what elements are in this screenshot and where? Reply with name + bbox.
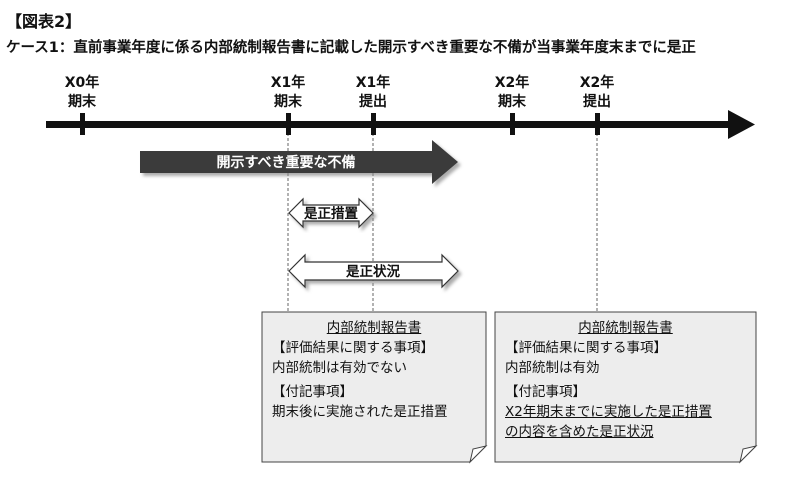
tick-label-x2-filing: X2年 提出 <box>562 74 632 112</box>
tick-mark-x1-filing <box>371 113 376 135</box>
remediation-status-arrow <box>288 253 459 289</box>
remediation-measures-label: 是正措置 <box>304 205 358 222</box>
report-x2-eval-text: 内部統制は有効 <box>505 360 600 376</box>
report-x1-notes-heading: 【付記事項】 <box>272 384 353 400</box>
report-x1-eval-heading: 【評価結果に関する事項】 <box>272 340 434 356</box>
report-x2-notes-line1: X2年期末までに実施した是正措置 <box>505 404 712 420</box>
tick-mark-x1-end <box>286 113 291 135</box>
remediation-status-label: 是正状況 <box>346 263 400 280</box>
report-x2-body: 【評価結果に関する事項】 内部統制は有効 【付記事項】 X2年期末までに実施した… <box>495 338 756 442</box>
report-x2-eval-heading: 【評価結果に関する事項】 <box>505 340 667 356</box>
tick-label-line2: 期末 <box>498 94 526 110</box>
tick-label-x2-end: X2年 期末 <box>477 74 547 112</box>
report-x1-title: 内部統制報告書 <box>326 320 422 336</box>
figure-label: 【図表2】 <box>6 12 82 31</box>
tick-label-line2: 提出 <box>359 94 387 110</box>
case-title: ケース1：直前事業年度に係る内部統制報告書に記載した開示すべき重要な不備が当事業… <box>6 40 696 56</box>
tick-label-line1: X0年 <box>64 75 100 91</box>
tick-label-line1: X1年 <box>270 75 306 91</box>
report-x2-fold <box>739 445 758 464</box>
tick-label-x1-filing: X1年 提出 <box>338 74 408 112</box>
report-x1-eval-text: 内部統制は有効でない <box>272 360 407 376</box>
report-x2-title: 内部統制報告書 <box>578 320 673 336</box>
tick-label-line1: X1年 <box>355 75 391 91</box>
report-x1-fold <box>469 445 488 464</box>
tick-label-line2: 提出 <box>583 94 611 110</box>
report-x2-content: 内部統制報告書 【評価結果に関する事項】 内部統制は有効 【付記事項】 X2年期… <box>495 318 756 442</box>
report-x1-content: 内部統制報告書 【評価結果に関する事項】 内部統制は有効でない 【付記事項】 期… <box>262 318 486 422</box>
report-x2-notes-line2: の内容を含めた是正状況 <box>505 424 654 440</box>
tick-label-line2: 期末 <box>274 94 302 110</box>
tick-mark-x2-filing <box>595 113 600 135</box>
report-x2-notes-heading: 【付記事項】 <box>505 384 586 400</box>
tick-label-line1: X2年 <box>494 75 530 91</box>
tick-label-line2: 期末 <box>68 94 96 110</box>
timeline-axis <box>46 121 730 128</box>
tick-label-x0-end: X0年 期末 <box>47 74 117 112</box>
tick-label-line1: X2年 <box>579 75 615 91</box>
tick-mark-x2-end <box>510 113 515 135</box>
timeline-arrowhead <box>728 110 755 139</box>
remediation-measures-arrow <box>288 197 374 229</box>
report-x1-notes-text: 期末後に実施された是正措置 <box>272 404 448 420</box>
tick-label-x1-end: X1年 期末 <box>253 74 323 112</box>
tick-mark-x0-end <box>80 113 85 135</box>
report-x1-body: 【評価結果に関する事項】 内部統制は有効でない 【付記事項】 期末後に実施された… <box>262 338 486 422</box>
weakness-period-arrow <box>140 140 458 184</box>
weakness-period-label: 開示すべき重要な不備 <box>216 154 355 171</box>
